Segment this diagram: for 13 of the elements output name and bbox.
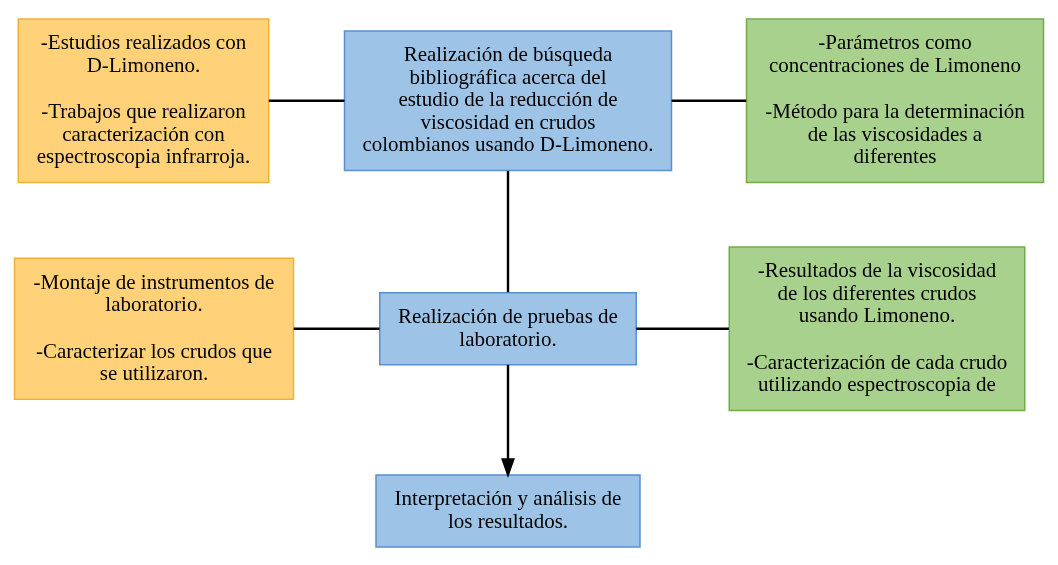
connector — [671, 99, 747, 102]
connector — [293, 327, 380, 330]
node-box: -Parámetros como concentraciones de Limoneno -Método para la determinación de las viscosidades a diferentes — [745, 17, 1045, 183]
connector — [506, 170, 510, 292]
node-box: -Resultados de la viscosidad de los diferentes crudos usando Limoneno. -Caracterización de cada crudo utilizando espectroscopia de — [728, 245, 1026, 411]
node-box: -Montaje de instrumentos de laboratorio. -Caracterizar los crudos que se utilizaron. — [13, 257, 295, 400]
node-box: -Estudios realizados con D-Limoneno. -Trabajos que realizaron caracterización con espectroscopia infrarroja. — [17, 17, 270, 183]
connector — [636, 327, 729, 330]
node-box: Interpretación y análisis de los resultados. — [375, 473, 641, 548]
node-box: Realización de pruebas de laboratorio. — [379, 291, 637, 365]
node-box: Realización de búsqueda bibliográfica acerca del estudio de la reducción de viscosidad en crudos colombianos usando D-Limoneno. — [343, 29, 673, 171]
arrow — [501, 364, 515, 478]
connector — [268, 99, 345, 102]
